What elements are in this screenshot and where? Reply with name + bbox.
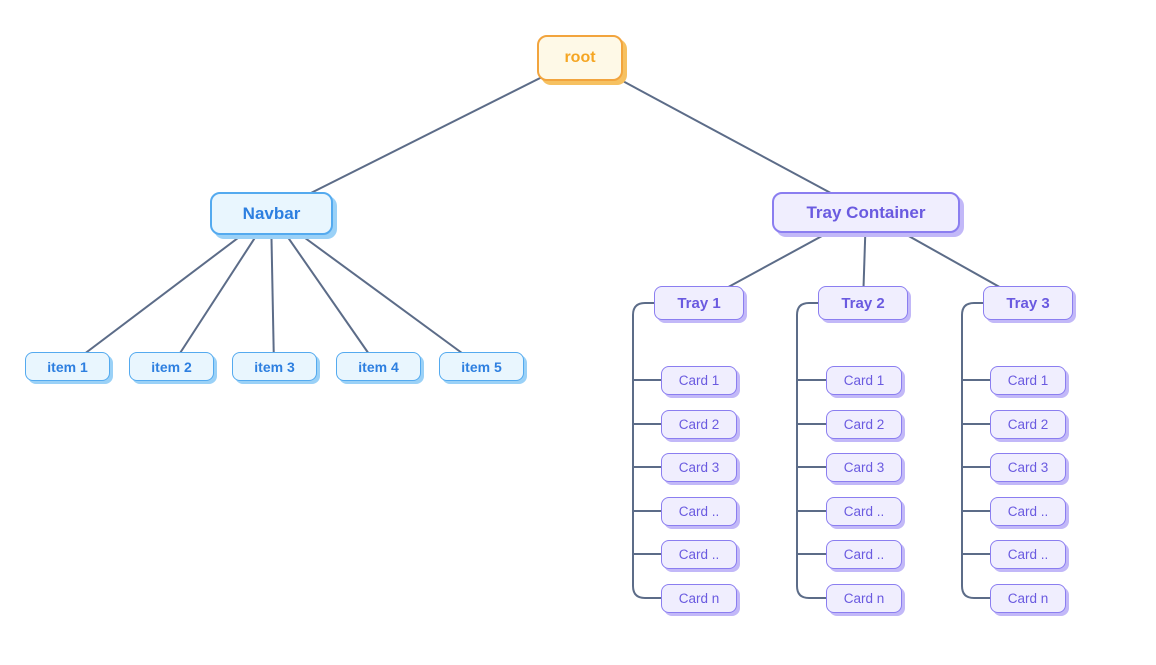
navbar-item-label: item 1 (47, 358, 88, 375)
tray3-card-4[interactable]: Card .. (990, 497, 1066, 526)
tray2-card-2[interactable]: Card 2 (826, 410, 902, 439)
connector-navbar-item2 (170, 212, 272, 368)
tray2-card-1[interactable]: Card 1 (826, 366, 902, 395)
card-label: Card .. (1007, 547, 1049, 562)
connector-tray2-stubs (797, 379, 830, 555)
card-label: Card 2 (1007, 417, 1049, 432)
tray2-card-6[interactable]: Card n (826, 584, 902, 613)
tray2-card-3[interactable]: Card 3 (826, 453, 902, 482)
tray-node-3[interactable]: Tray 3 (983, 286, 1073, 320)
tray1-card-4[interactable]: Card .. (661, 497, 737, 526)
connector-navbar-item3 (270, 212, 275, 368)
connector-tray3-stubs (962, 379, 993, 555)
tray-label: Tray 2 (841, 294, 885, 312)
card-label: Card 1 (843, 373, 885, 388)
root-label: root (564, 49, 596, 66)
tray1-card-2[interactable]: Card 2 (661, 410, 737, 439)
navbar-item-label: item 5 (461, 358, 502, 375)
card-label: Card n (678, 591, 720, 606)
connector-tray1-spine (632, 302, 665, 599)
tray-label: Tray 1 (677, 294, 721, 312)
tray-container-node[interactable]: Tray Container (772, 192, 960, 233)
card-label: Card .. (843, 504, 885, 519)
navbar-item-label: item 2 (151, 358, 192, 375)
card-label: Card .. (678, 504, 720, 519)
card-label: Card 1 (1007, 373, 1049, 388)
connector-root-navbar (270, 57, 581, 214)
card-label: Card .. (678, 547, 720, 562)
connector-root-tray-container (579, 57, 867, 213)
navbar-item-4[interactable]: item 4 (336, 352, 421, 381)
navbar-item-1[interactable]: item 1 (25, 352, 110, 381)
tray2-card-4[interactable]: Card .. (826, 497, 902, 526)
tray1-card-5[interactable]: Card .. (661, 540, 737, 569)
navbar-item-2[interactable]: item 2 (129, 352, 214, 381)
navbar-item-label: item 3 (254, 358, 295, 375)
connector-navbar-item4 (270, 212, 379, 368)
connector-navbar-item5 (270, 212, 482, 368)
card-label: Card .. (843, 547, 885, 562)
connector-tray2-spine (796, 302, 830, 599)
card-label: Card n (1007, 591, 1049, 606)
tray3-card-2[interactable]: Card 2 (990, 410, 1066, 439)
tray3-card-6[interactable]: Card n (990, 584, 1066, 613)
navbar-item-5[interactable]: item 5 (439, 352, 524, 381)
card-label: Card 2 (678, 417, 720, 432)
card-label: Card 3 (678, 460, 720, 475)
card-label: Card 3 (1007, 460, 1049, 475)
tray3-card-1[interactable]: Card 1 (990, 366, 1066, 395)
tray-node-2[interactable]: Tray 2 (818, 286, 908, 320)
navbar-label: Navbar (242, 203, 301, 223)
card-label: Card .. (1007, 504, 1049, 519)
navbar-node[interactable]: Navbar (210, 192, 333, 235)
tray3-card-5[interactable]: Card .. (990, 540, 1066, 569)
card-label: Card n (843, 591, 885, 606)
tray-node-1[interactable]: Tray 1 (654, 286, 744, 320)
tray1-card-6[interactable]: Card n (661, 584, 737, 613)
connector-tray1-stubs (633, 379, 665, 555)
tray1-card-1[interactable]: Card 1 (661, 366, 737, 395)
connector-navbar-item1 (66, 212, 272, 368)
tray2-card-5[interactable]: Card .. (826, 540, 902, 569)
root-node[interactable]: root (537, 35, 623, 81)
card-label: Card 2 (843, 417, 885, 432)
navbar-item-label: item 4 (358, 358, 399, 375)
connector-tray3-spine (961, 302, 993, 599)
card-label: Card 3 (843, 460, 885, 475)
tray-container-label: Tray Container (806, 202, 926, 222)
tray3-card-3[interactable]: Card 3 (990, 453, 1066, 482)
tray-label: Tray 3 (1006, 294, 1050, 312)
tray1-card-3[interactable]: Card 3 (661, 453, 737, 482)
card-label: Card 1 (678, 373, 720, 388)
navbar-item-3[interactable]: item 3 (232, 352, 317, 381)
